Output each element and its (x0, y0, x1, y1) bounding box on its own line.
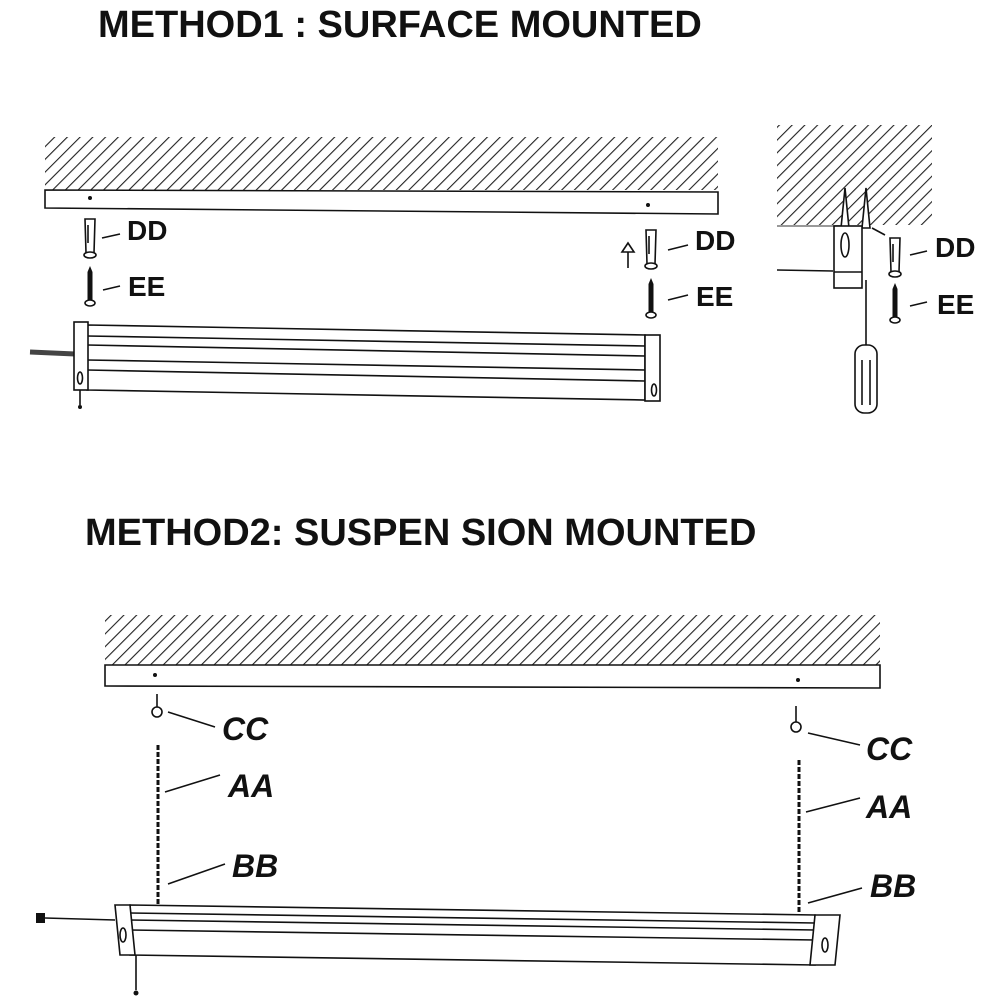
light-fixture-1 (29, 321, 661, 409)
label-ee-right: EE (696, 281, 733, 312)
label-dd-detail: DD (935, 232, 975, 263)
method2-title: METHOD2: SUSPEN SION MOUNTED (85, 512, 756, 554)
label-ee-detail: EE (937, 289, 974, 320)
ceiling-1 (44, 137, 719, 215)
label-aa-right: AA (865, 789, 912, 825)
up-arrow-icon (620, 241, 636, 268)
screw-right (645, 277, 657, 319)
screwdriver-icon (854, 280, 878, 414)
light-fixture-2 (36, 904, 841, 996)
label-bb-right: BB (870, 868, 916, 904)
label-dd-left: DD (127, 215, 167, 246)
wall-anchor-left (83, 218, 97, 259)
label-ee-left: EE (128, 271, 165, 302)
ceiling-2 (104, 615, 881, 689)
eye-hook-right (790, 706, 802, 733)
label-aa-left: AA (227, 768, 274, 804)
label-bb-left: BB (232, 848, 278, 884)
method1-title: METHOD1 : SURFACE MOUNTED (98, 4, 702, 46)
wall-anchor-right (644, 229, 658, 270)
eye-hook-left (151, 694, 163, 718)
label-cc-left: CC (222, 711, 269, 747)
detail-view (776, 125, 932, 414)
label-dd-right: DD (695, 225, 735, 256)
label-cc-right: CC (866, 731, 913, 767)
screw-left (84, 265, 96, 307)
